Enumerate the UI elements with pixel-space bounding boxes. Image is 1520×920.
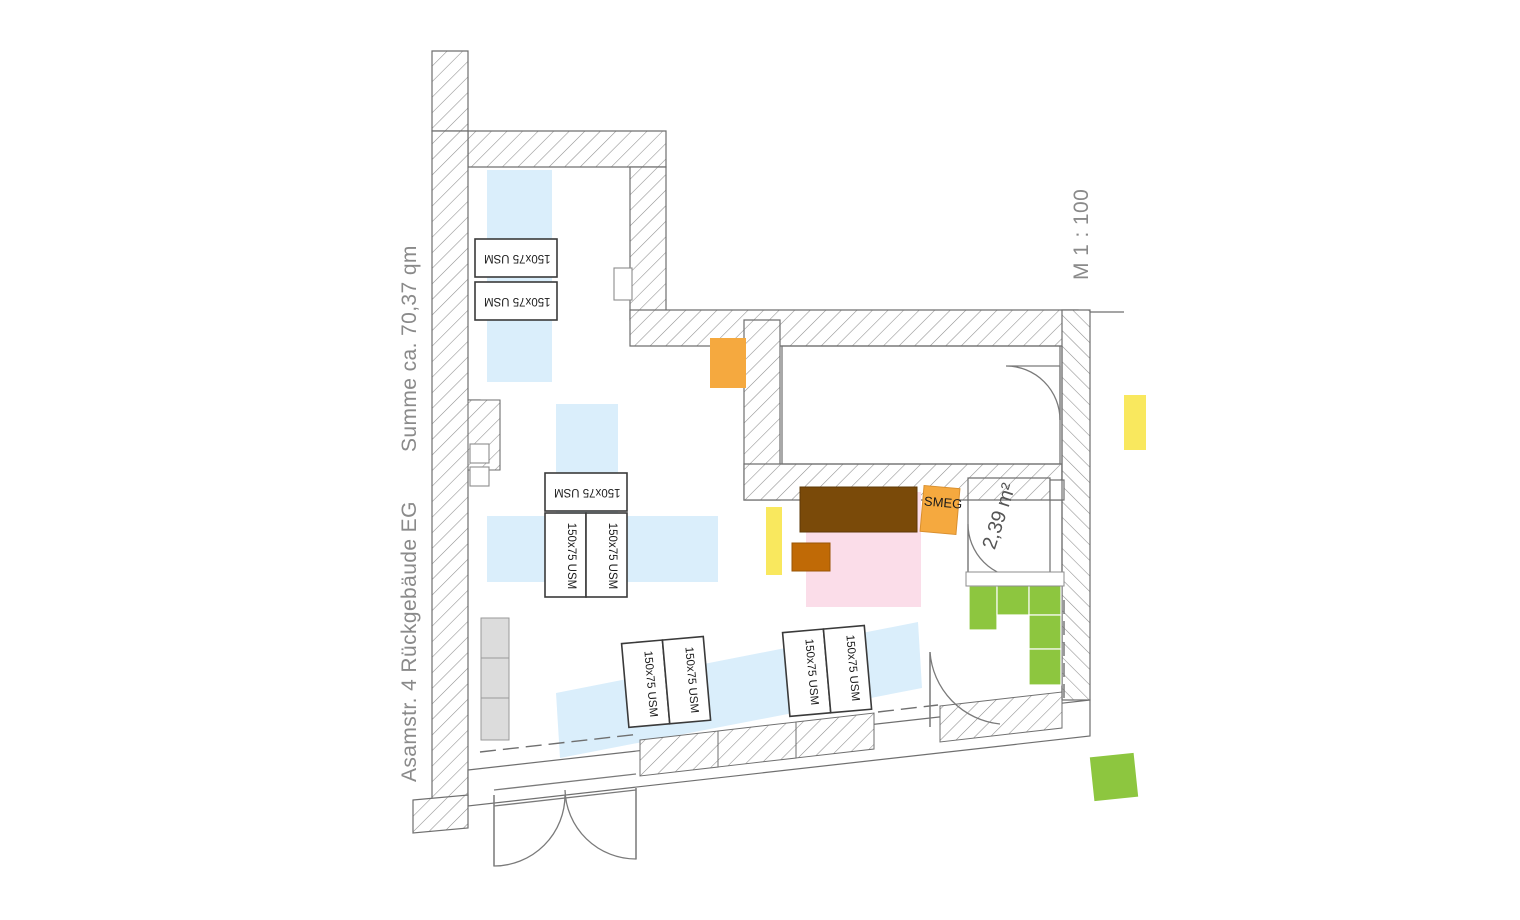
colored-furniture [480, 338, 1146, 802]
green-seat-4 [1028, 614, 1062, 650]
doors [493, 365, 1061, 867]
gray-cabinet-3 [480, 697, 510, 741]
yellow-block-exterior [1124, 395, 1146, 450]
green-seat-1 [968, 585, 998, 631]
area-total-label: Summe ca. 70,37 qm [398, 245, 421, 452]
desk-label: 150x75 USM [484, 295, 551, 307]
kitchen-counter [965, 571, 1065, 587]
building-walls [412, 50, 1091, 834]
green-seat-3 [1028, 582, 1062, 616]
orange-block-nw [710, 338, 746, 388]
brown-counter [799, 486, 918, 533]
green-seat-2 [996, 582, 1030, 616]
gray-cabinet-2 [480, 657, 510, 699]
desk-label: 150x75 USM [554, 486, 621, 498]
desk-label: 150x75 USM [565, 522, 578, 590]
building-title: Asamstr. 4 Rückgebäude EG [398, 501, 421, 782]
smeg-label: SMEG [923, 493, 963, 512]
brown-block [791, 542, 831, 572]
green-block-exterior [1089, 752, 1139, 802]
smeg-block [919, 484, 961, 536]
gray-cabinet-1 [480, 617, 510, 659]
desk-label: 150x75 USM [484, 252, 551, 264]
green-seat-5 [1028, 648, 1062, 686]
scale-label: M 1 : 100 [1070, 188, 1093, 280]
yellow-block-kitchen [766, 507, 782, 575]
desk-outlines [474, 238, 873, 729]
desk-label: 150x75 USM [606, 522, 619, 590]
